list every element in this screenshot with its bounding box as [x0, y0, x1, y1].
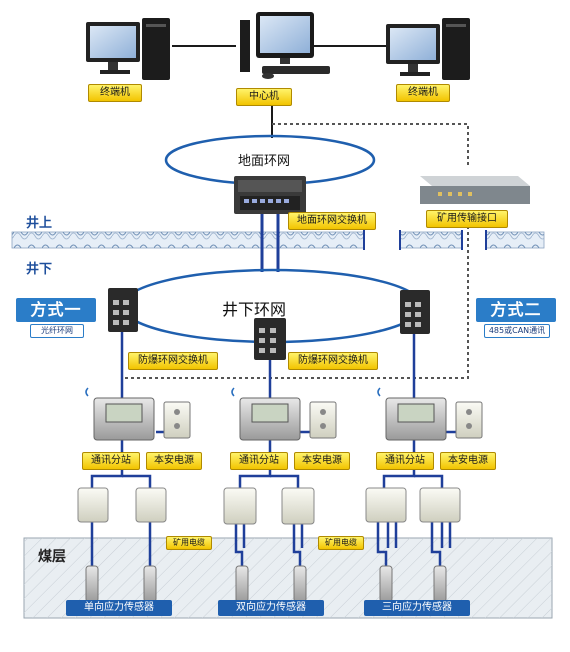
power-1-label: 本安电源 — [146, 452, 202, 470]
mine-port-device — [420, 176, 530, 204]
switch-left-label: 防爆环网交换机 — [128, 352, 218, 370]
mode-one-badge: 方式一 — [16, 298, 96, 322]
underground-ring-title: 井下环网 — [222, 296, 286, 320]
terminal-left-label: 终端机 — [88, 84, 142, 102]
mode-two-dotted-link — [122, 124, 468, 378]
sensor-caption-2: 双向应力传感器 — [218, 600, 324, 616]
switch-right-label: 防爆环网交换机 — [288, 352, 378, 370]
ground-switch-device — [234, 176, 306, 214]
comm-station-3 — [378, 388, 446, 440]
coal-seam-label: 煤层 — [38, 546, 66, 566]
below-ground-label: 井下 — [26, 258, 52, 277]
mode-two-sub: 485或CAN通讯 — [484, 324, 550, 338]
station-1-label: 通讯分站 — [82, 452, 140, 470]
above-ground-label: 井上 — [26, 212, 52, 231]
sensor-boxes — [78, 488, 460, 524]
power-supply-3 — [456, 402, 482, 438]
cable-label-2: 矿用电缆 — [318, 536, 364, 550]
station-2-label: 通讯分站 — [230, 452, 288, 470]
terminal-computer-right — [386, 18, 470, 80]
power-3-label: 本安电源 — [440, 452, 496, 470]
explosion-proof-switch-left — [108, 288, 138, 332]
sensor-caption-1: 单向应力传感器 — [66, 600, 172, 616]
power-supply-2 — [310, 402, 336, 438]
station-3-label: 通讯分站 — [376, 452, 434, 470]
comm-station-2 — [232, 388, 300, 440]
mode-two-badge: 方式二 — [476, 298, 556, 322]
sensor-caption-3: 三向应力传感器 — [364, 600, 470, 616]
terminal-right-label: 终端机 — [396, 84, 450, 102]
mine-port-label: 矿用传输接口 — [426, 210, 508, 228]
mode-one-sub: 光纤环网 — [30, 324, 84, 338]
cable-label-1: 矿用电缆 — [166, 536, 212, 550]
power-supply-1 — [164, 402, 190, 438]
explosion-proof-switch-right — [400, 290, 430, 334]
explosion-proof-switch-center — [254, 318, 286, 360]
comm-station-1 — [86, 388, 154, 440]
central-computer-label: 中心机 — [236, 88, 292, 106]
terminal-computer-left — [86, 18, 170, 80]
power-2-label: 本安电源 — [294, 452, 350, 470]
ground-ring-title: 地面环网 — [238, 150, 290, 169]
ground-switch-label: 地面环网交换机 — [288, 212, 376, 230]
